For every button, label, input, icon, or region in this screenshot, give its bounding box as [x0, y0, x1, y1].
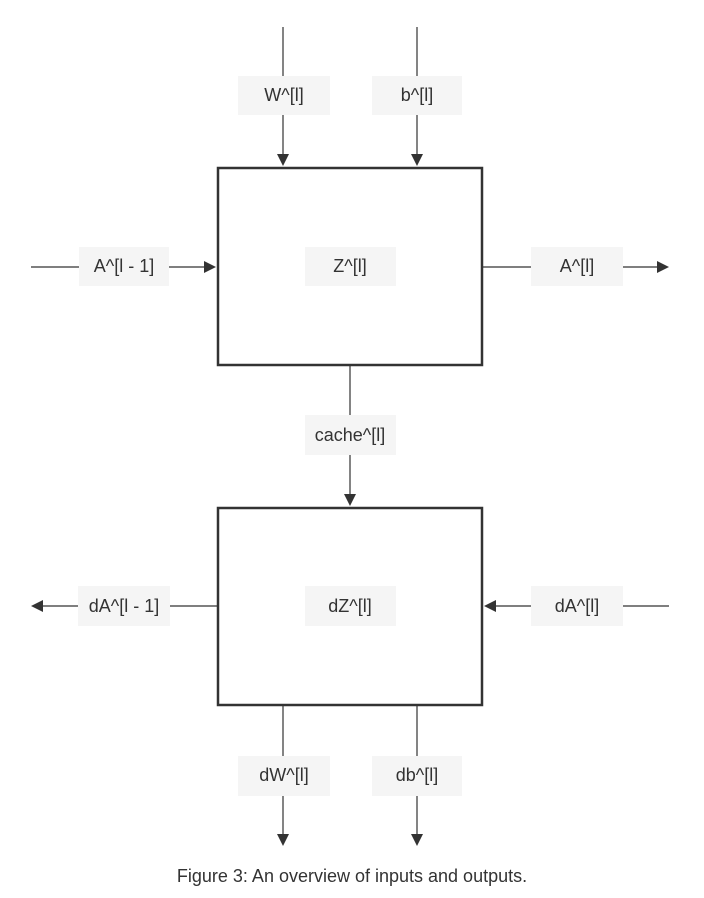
grad-prev-activation-arrowhead [31, 600, 43, 612]
weight-label: W^[l] [264, 85, 303, 105]
grad-bias-label-bg [372, 756, 462, 796]
grad-weight-label: dW^[l] [259, 765, 308, 785]
cache-label-bg [305, 415, 396, 455]
bias-input-arrowhead [411, 154, 423, 166]
weight-input-arrowhead [277, 154, 289, 166]
grad-activation-label-bg [531, 586, 623, 626]
grad-activation-arrowhead [484, 600, 496, 612]
prev-activation-arrowhead [204, 261, 216, 273]
activation-label: A^[l] [560, 256, 594, 276]
backward-box-label-bg [305, 586, 396, 626]
cache-label: cache^[l] [315, 425, 385, 445]
activation-output-arrowhead [657, 261, 669, 273]
grad-prev-activation-label: dA^[l - 1] [89, 596, 159, 616]
weight-label-bg [238, 76, 330, 115]
grad-bias-label: db^[l] [396, 765, 438, 785]
activation-label-bg [531, 247, 623, 286]
bias-label-bg [372, 76, 462, 115]
grad-bias-arrowhead [411, 834, 423, 846]
forward-box-label: Z^[l] [333, 256, 366, 276]
grad-weight-label-bg [238, 756, 330, 796]
bias-label: b^[l] [401, 85, 433, 105]
grad-activation-label: dA^[l] [555, 596, 599, 616]
forward-box-label-bg [305, 247, 396, 286]
prev-activation-label-bg [79, 247, 169, 286]
grad-prev-activation-label-bg [78, 586, 170, 626]
cache-arrowhead [344, 494, 356, 506]
backward-box-label: dZ^[l] [328, 596, 371, 616]
figure-caption: Figure 3: An overview of inputs and outp… [176, 866, 528, 886]
grad-weight-arrowhead [277, 834, 289, 846]
prev-activation-label: A^[l - 1] [94, 256, 154, 276]
